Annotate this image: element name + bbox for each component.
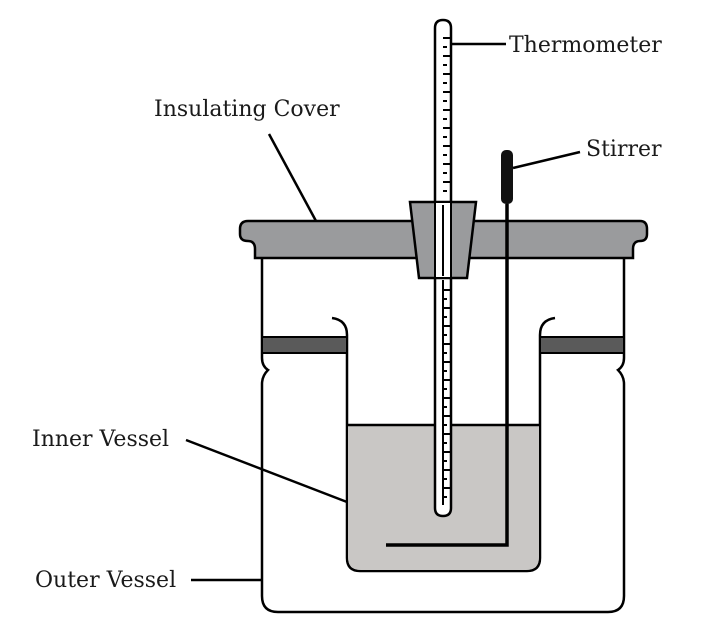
stirrer-handle bbox=[501, 150, 513, 204]
inner-vessel-leader bbox=[185, 438, 348, 504]
insulating-cover-leader bbox=[267, 133, 318, 222]
inner-vessel bbox=[331, 316, 556, 573]
stirrer-label: Stirrer bbox=[586, 137, 662, 162]
thermometer-label: Thermometer bbox=[509, 33, 662, 58]
stirrer bbox=[386, 150, 513, 547]
outer-vessel bbox=[260, 248, 626, 614]
stirrer-leader bbox=[512, 150, 581, 170]
support-ring-right bbox=[539, 336, 625, 354]
inner-vessel-label: Inner Vessel bbox=[32, 427, 169, 452]
thermometer-scale bbox=[443, 37, 450, 498]
insulating-cover-label: Insulating Cover bbox=[154, 97, 340, 122]
support-ring-left bbox=[261, 336, 348, 354]
outer-vessel-label: Outer Vessel bbox=[35, 568, 176, 593]
